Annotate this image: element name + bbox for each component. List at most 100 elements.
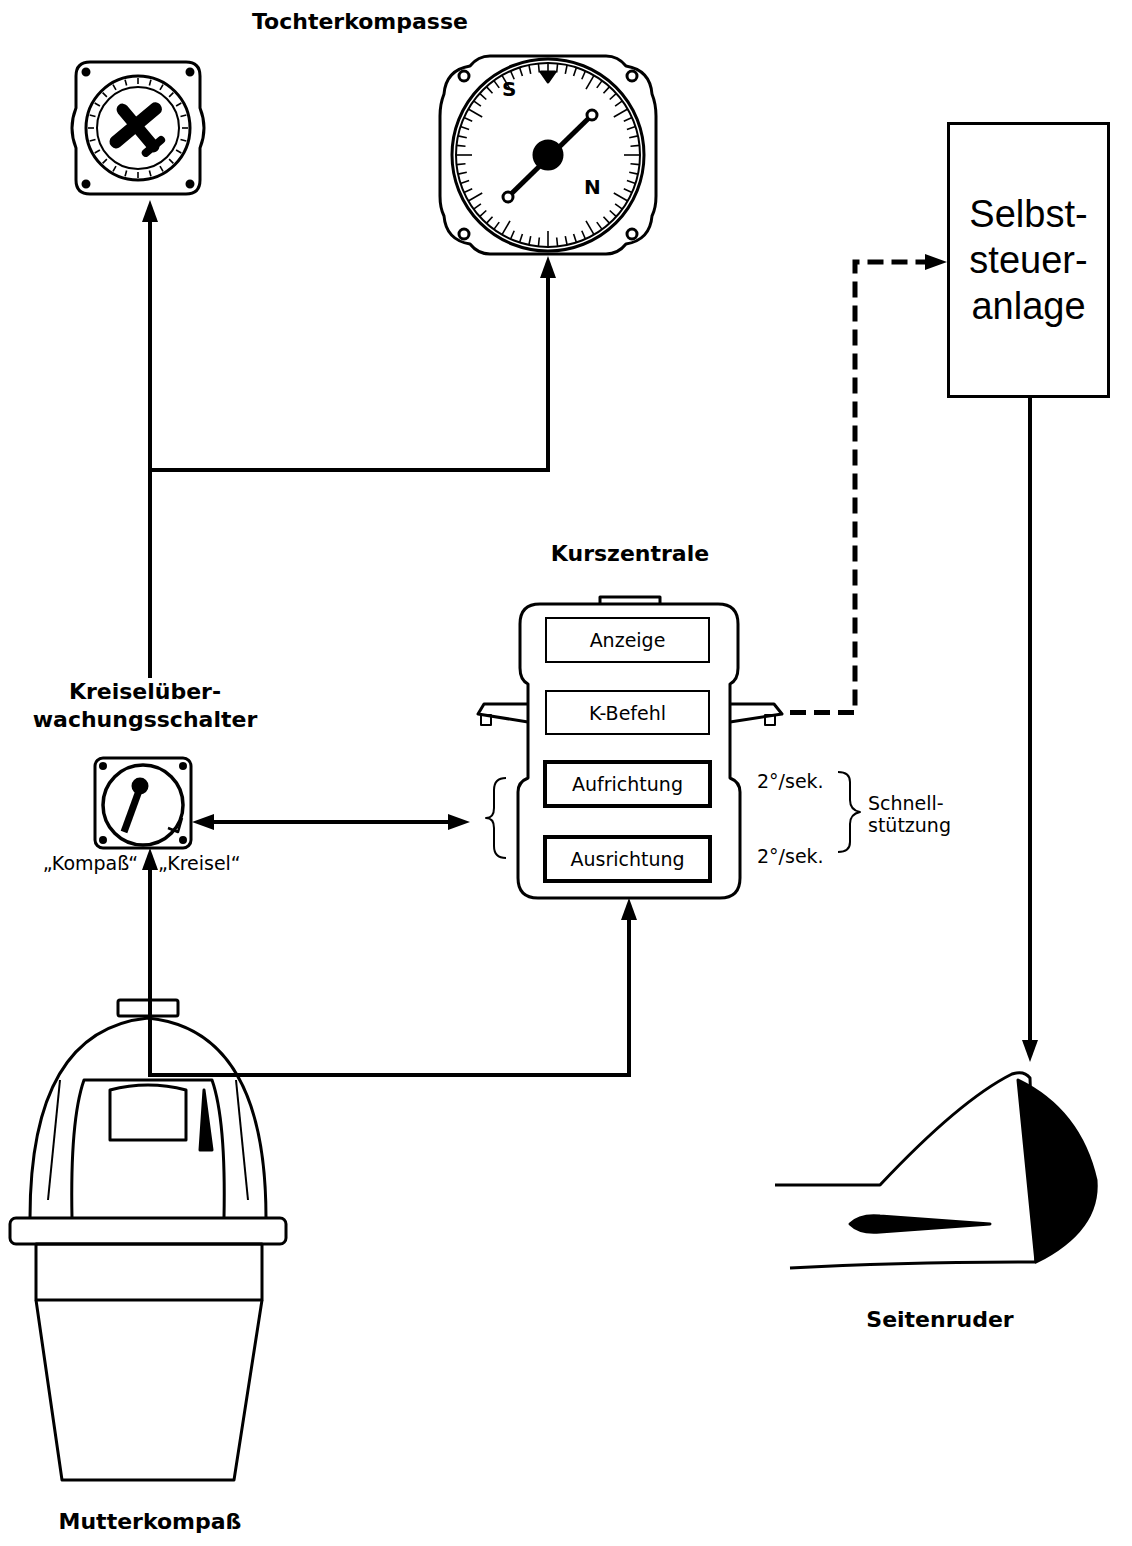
tick-mark xyxy=(461,181,470,184)
compass-group: Tochterkompasse xyxy=(60,8,660,256)
tick-mark xyxy=(176,150,181,153)
tick-mark xyxy=(113,166,116,171)
tick-mark xyxy=(137,78,139,84)
tick-mark xyxy=(624,118,632,122)
arrow-head xyxy=(142,200,158,222)
tick-mark xyxy=(494,222,499,229)
tick-mark xyxy=(574,68,577,77)
tick-mark xyxy=(574,234,577,243)
tick-mark xyxy=(556,64,558,73)
course-unit: KurszentraleAnzeigeK-BefehlAufrichtungAu… xyxy=(470,540,790,898)
node-text: Seitenruder xyxy=(866,1306,1013,1334)
tick-mark xyxy=(556,238,558,247)
node-text: Aufrichtung xyxy=(572,773,683,795)
connector-line xyxy=(1028,398,1032,1048)
tick-mark xyxy=(461,127,470,130)
tick-mark xyxy=(457,145,466,148)
tick-mark xyxy=(520,234,523,243)
command-field: K-Befehl xyxy=(545,690,710,735)
tick-mark xyxy=(169,93,173,97)
node-text: Selbst- steuer- anlage xyxy=(956,191,1101,329)
tick-mark xyxy=(125,80,127,86)
tick-mark xyxy=(474,101,481,106)
tick-mark xyxy=(529,236,531,245)
tick-mark xyxy=(103,159,107,163)
course-unit-housing xyxy=(478,597,860,898)
rate-value: 2°/sek. xyxy=(757,770,824,792)
arrow-head xyxy=(142,848,158,870)
tick-mark xyxy=(582,71,586,79)
tick-mark xyxy=(182,127,188,129)
tick-mark xyxy=(565,236,567,245)
tail-fin xyxy=(775,1073,1096,1268)
tick-mark xyxy=(160,85,163,90)
tick-mark xyxy=(468,193,482,201)
tick-mark xyxy=(604,217,610,224)
tick-mark xyxy=(627,127,636,130)
node-text: Anzeige xyxy=(590,629,666,651)
tick-mark xyxy=(631,163,640,166)
tick-mark xyxy=(176,103,181,106)
node-text: Kreiselüber- wachungsschalter xyxy=(20,678,270,734)
tick-mark xyxy=(468,109,482,117)
tick-mark xyxy=(610,93,617,99)
connector-line xyxy=(206,820,456,824)
tick-mark xyxy=(597,81,602,88)
tick-mark xyxy=(113,85,116,90)
tick-mark xyxy=(95,103,100,106)
tick-mark xyxy=(486,217,492,224)
compass-letter: N xyxy=(584,176,601,198)
tick-mark xyxy=(538,238,540,247)
connector xyxy=(150,898,637,1075)
small-compass xyxy=(72,62,204,194)
switch-position: „Kompaß“ xyxy=(43,852,138,874)
arrow-head xyxy=(192,814,214,830)
tick-mark xyxy=(160,166,163,171)
tick-mark xyxy=(169,159,173,163)
tick-mark xyxy=(511,231,515,239)
connector-line xyxy=(790,262,933,713)
connector xyxy=(142,848,158,1000)
tick-mark xyxy=(149,80,151,86)
node-text: Kurszentrale xyxy=(551,540,709,568)
erection-field: Aufrichtung xyxy=(543,760,712,808)
tick-mark xyxy=(181,139,187,141)
tick-mark xyxy=(494,81,499,88)
rate-value: 2°/sek. xyxy=(757,845,824,867)
node-text: Ausrichtung xyxy=(570,848,684,870)
tick-mark xyxy=(586,75,594,89)
rudder: Seitenruder xyxy=(770,1062,1110,1334)
tick-mark xyxy=(547,63,549,79)
tick-mark xyxy=(90,139,96,141)
tick-mark xyxy=(457,163,466,166)
arrow-head xyxy=(925,254,947,270)
tick-mark xyxy=(95,150,100,153)
tick-mark xyxy=(520,68,523,77)
tick-mark xyxy=(88,127,94,129)
tick-mark xyxy=(458,136,467,138)
node-text: K-Befehl xyxy=(589,702,666,724)
connector-line xyxy=(148,862,152,1000)
tick-mark xyxy=(125,171,127,177)
switch-symbol xyxy=(95,758,191,848)
tick-mark xyxy=(604,87,610,94)
tick-mark xyxy=(565,65,567,74)
arrow-head xyxy=(621,898,637,920)
tick-mark xyxy=(597,222,602,229)
connector-line xyxy=(150,270,548,470)
tick-mark xyxy=(582,231,586,239)
tick-mark xyxy=(631,145,640,148)
tick-mark xyxy=(538,64,540,73)
tick-mark xyxy=(624,189,632,193)
tick-mark xyxy=(629,172,638,174)
alignment-field: Ausrichtung xyxy=(543,835,712,883)
large-compass xyxy=(440,56,656,254)
tick-mark xyxy=(586,221,594,235)
tick-mark xyxy=(458,172,467,174)
tick-mark xyxy=(456,154,472,156)
tick-mark xyxy=(149,171,151,177)
compass-letter: S xyxy=(502,78,516,100)
tick-mark xyxy=(629,136,638,138)
tick-mark xyxy=(103,93,107,97)
tick-mark xyxy=(615,204,622,209)
